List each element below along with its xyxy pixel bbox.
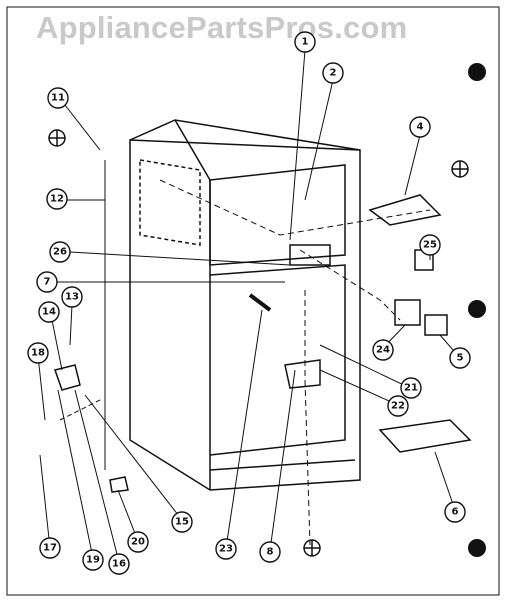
callout-label: 19 bbox=[86, 555, 100, 566]
callout-label: 26 bbox=[53, 247, 67, 258]
part-strip bbox=[248, 293, 272, 312]
screw-markers bbox=[48, 129, 469, 557]
callout-11: 11 bbox=[47, 87, 69, 109]
part-tray bbox=[378, 419, 472, 453]
callout-24: 24 bbox=[372, 339, 394, 361]
callout-2: 2 bbox=[322, 62, 344, 84]
part-housing bbox=[394, 299, 421, 326]
part-switch bbox=[54, 364, 81, 391]
callout-16: 16 bbox=[108, 553, 130, 575]
callout-22: 22 bbox=[387, 395, 409, 417]
freezer-compartment bbox=[209, 164, 346, 266]
part-hinge bbox=[109, 476, 129, 493]
callout-8: 8 bbox=[259, 541, 281, 563]
callout-25: 25 bbox=[419, 234, 441, 256]
callout-label: 13 bbox=[65, 292, 79, 303]
part-bracket bbox=[284, 359, 321, 389]
binder-holes bbox=[468, 63, 486, 557]
callout-label: 5 bbox=[457, 353, 464, 364]
callout-label: 4 bbox=[417, 122, 424, 133]
part-duct bbox=[368, 194, 442, 226]
callout-21: 21 bbox=[400, 377, 422, 399]
callout-5: 5 bbox=[449, 347, 471, 369]
callout-4: 4 bbox=[409, 116, 431, 138]
cutaway-panel bbox=[139, 159, 201, 246]
callout-label: 12 bbox=[50, 194, 64, 205]
callout-label: 6 bbox=[452, 507, 459, 518]
callout-13: 13 bbox=[61, 286, 83, 308]
callout-label: 21 bbox=[404, 383, 418, 394]
callout-label: 16 bbox=[112, 559, 126, 570]
watermark: AppliancePartsPros.com bbox=[36, 10, 408, 45]
callout-label: 24 bbox=[376, 345, 390, 356]
callout-17: 17 bbox=[39, 537, 61, 559]
callout-label: 8 bbox=[267, 547, 274, 558]
callout-label: 20 bbox=[131, 537, 145, 548]
callout-12: 12 bbox=[46, 188, 68, 210]
callout-23: 23 bbox=[215, 538, 237, 560]
callout-label: 15 bbox=[175, 517, 189, 528]
callout-19: 19 bbox=[82, 549, 104, 571]
callout-14: 14 bbox=[38, 301, 60, 323]
callout-label: 22 bbox=[391, 401, 405, 412]
page-border bbox=[6, 6, 500, 596]
part-control bbox=[289, 244, 331, 266]
callout-label: 14 bbox=[42, 307, 56, 318]
callout-label: 18 bbox=[31, 348, 45, 359]
callout-label: 25 bbox=[423, 240, 437, 251]
callout-label: 7 bbox=[44, 277, 51, 288]
cabinet-outline bbox=[129, 139, 361, 491]
callout-1: 1 bbox=[294, 31, 316, 53]
part-cover bbox=[424, 314, 448, 336]
callout-label: 2 bbox=[330, 68, 337, 79]
callout-20: 20 bbox=[127, 531, 149, 553]
callout-label: 11 bbox=[51, 93, 65, 104]
callout-label: 17 bbox=[43, 543, 57, 554]
callout-18: 18 bbox=[27, 342, 49, 364]
fresh-food-compartment bbox=[209, 264, 346, 456]
callout-26: 26 bbox=[49, 241, 71, 263]
callout-label: 1 bbox=[302, 37, 309, 48]
callout-6: 6 bbox=[444, 501, 466, 523]
callout-7: 7 bbox=[36, 271, 58, 293]
callout-label: 23 bbox=[219, 544, 233, 555]
callout-15: 15 bbox=[171, 511, 193, 533]
